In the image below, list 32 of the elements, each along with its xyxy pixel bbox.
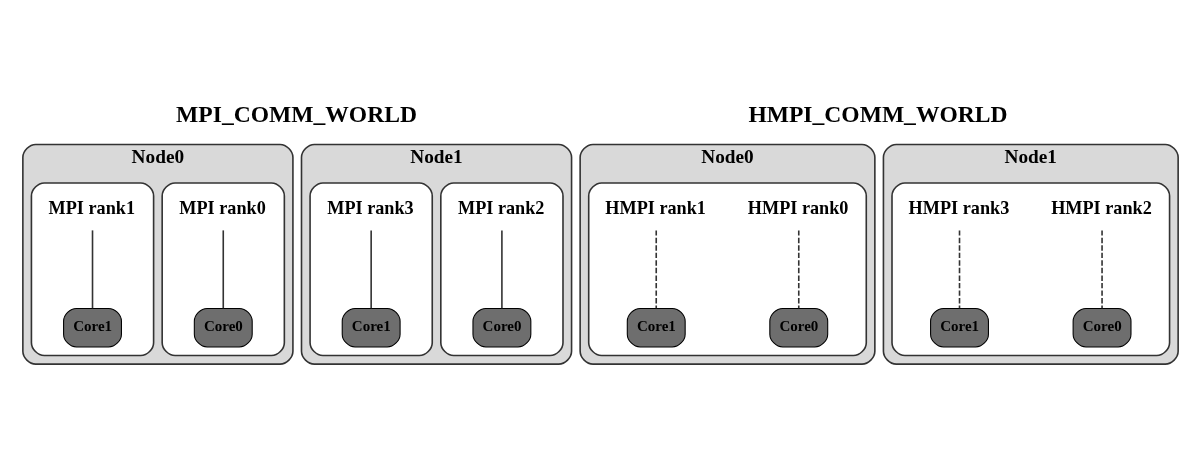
connector — [655, 229, 658, 310]
node-text: MPI rank3 — [327, 198, 414, 219]
cluster — [587, 182, 868, 357]
node-box: Core1 — [626, 307, 686, 348]
connector — [501, 229, 503, 310]
node-text: MPI rank2 — [457, 198, 545, 219]
connector — [91, 229, 94, 310]
label: HMPI_COMM_WORLD — [748, 100, 1008, 127]
node-text: HMPI rank1 — [605, 198, 706, 219]
node-box: Core0 — [769, 307, 829, 348]
node-box: Core0 — [472, 307, 532, 348]
node-box: Core1 — [63, 307, 122, 348]
node-text: MPI rank0 — [179, 198, 266, 219]
node-text: MPI rank1 — [48, 198, 136, 219]
cluster — [30, 182, 155, 357]
node-text: HMPI rank0 — [747, 198, 849, 219]
connector — [222, 229, 225, 310]
cluster — [161, 182, 286, 357]
node-box: Core0 — [1072, 307, 1132, 348]
connector — [370, 229, 372, 310]
connector — [1101, 229, 1103, 310]
cluster — [309, 182, 434, 357]
connector — [797, 229, 800, 310]
node-box: Core0 — [193, 307, 253, 348]
cluster — [891, 182, 1171, 357]
node-box: Core1 — [930, 307, 989, 348]
node-text: HMPI rank2 — [1051, 198, 1152, 219]
label: MPI_COMM_WORLD — [176, 100, 417, 127]
node-text: HMPI rank3 — [908, 198, 1010, 219]
node-box: Core1 — [341, 307, 401, 348]
connector — [958, 229, 961, 310]
cluster — [440, 182, 564, 357]
